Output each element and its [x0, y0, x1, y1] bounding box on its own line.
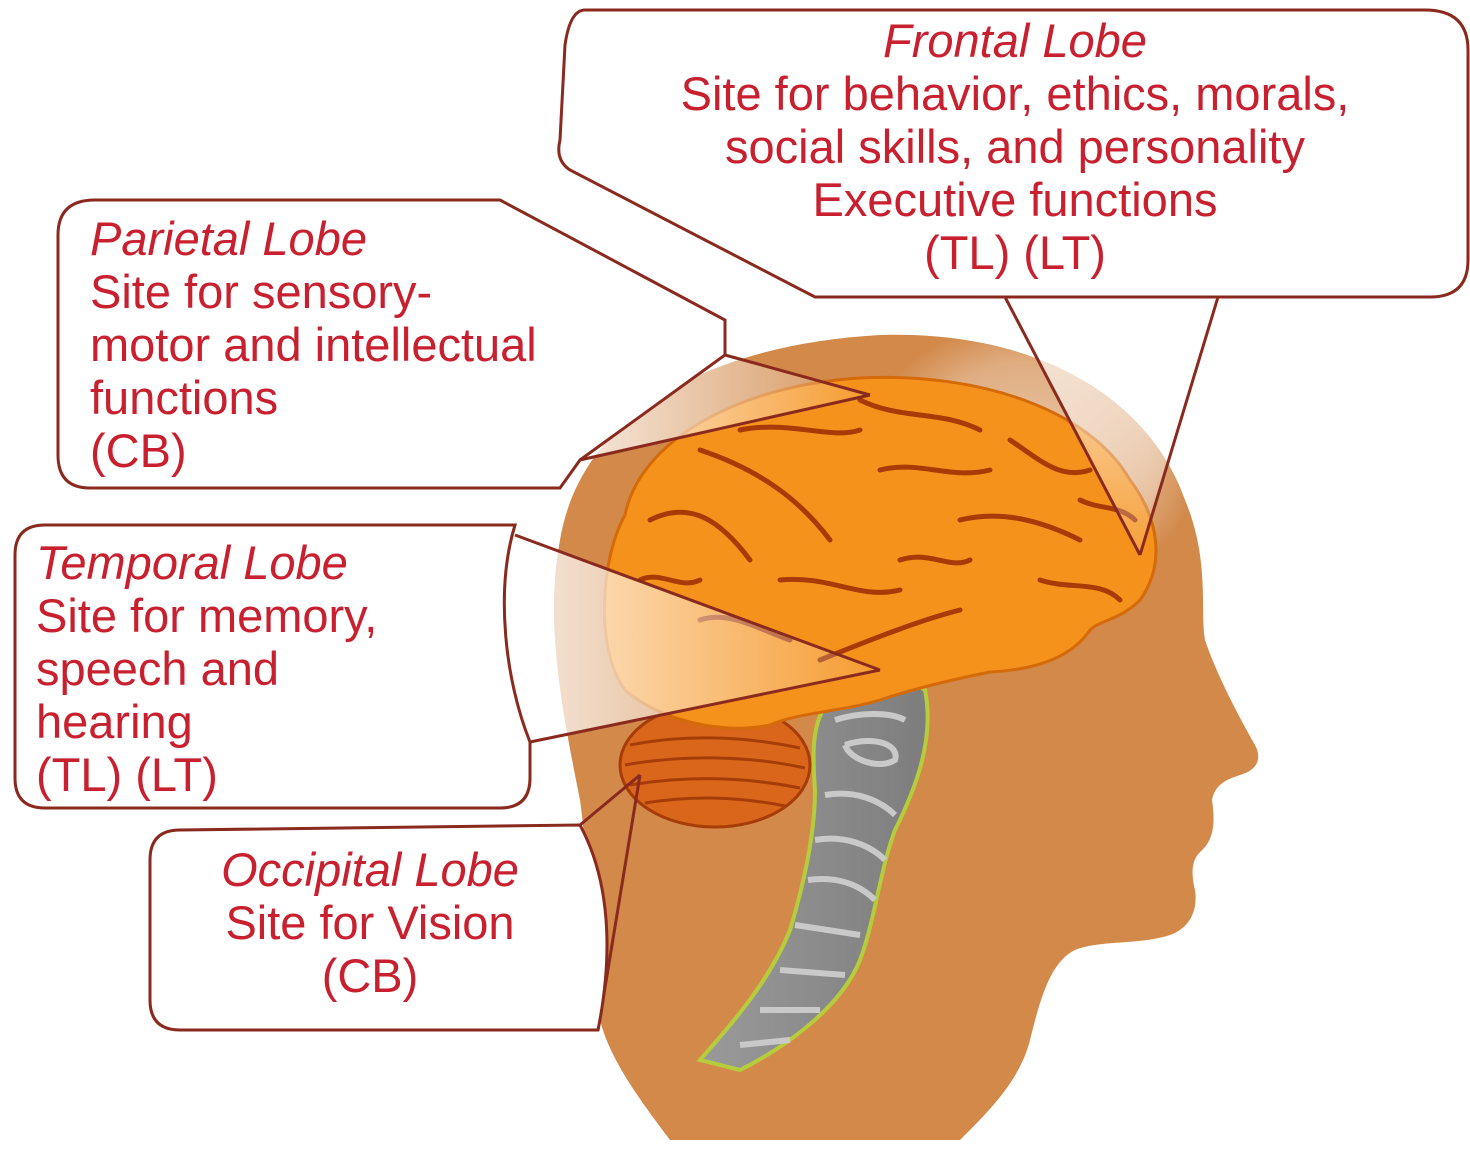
occipital-lobe-title: Occipital Lobe [160, 843, 580, 896]
temporal-lobe-label: Temporal Lobe Site for memory, speech an… [36, 536, 377, 801]
temporal-lobe-line-3: hearing [36, 695, 377, 748]
parietal-lobe-label: Parietal Lobe Site for sensory- motor an… [90, 212, 537, 477]
parietal-lobe-line-3: functions [90, 371, 537, 424]
parietal-lobe-title: Parietal Lobe [90, 212, 537, 265]
parietal-lobe-line-2: motor and intellectual [90, 318, 537, 371]
temporal-lobe-title: Temporal Lobe [36, 536, 377, 589]
frontal-lobe-line-4: (TL) (LT) [560, 226, 1470, 279]
frontal-lobe-title: Frontal Lobe [560, 14, 1470, 67]
parietal-lobe-line-4: (CB) [90, 424, 537, 477]
occipital-lobe-line-2: (CB) [160, 949, 580, 1002]
occipital-lobe-label: Occipital Lobe Site for Vision (CB) [160, 843, 580, 1002]
temporal-lobe-line-2: speech and [36, 642, 377, 695]
temporal-lobe-line-1: Site for memory, [36, 589, 377, 642]
frontal-lobe-line-1: Site for behavior, ethics, morals, [560, 67, 1470, 120]
frontal-lobe-line-2: social skills, and personality [560, 120, 1470, 173]
frontal-lobe-label: Frontal Lobe Site for behavior, ethics, … [560, 14, 1470, 279]
frontal-lobe-line-3: Executive functions [560, 173, 1470, 226]
temporal-lobe-line-4: (TL) (LT) [36, 748, 377, 801]
parietal-lobe-line-1: Site for sensory- [90, 265, 537, 318]
occipital-lobe-line-1: Site for Vision [160, 896, 580, 949]
